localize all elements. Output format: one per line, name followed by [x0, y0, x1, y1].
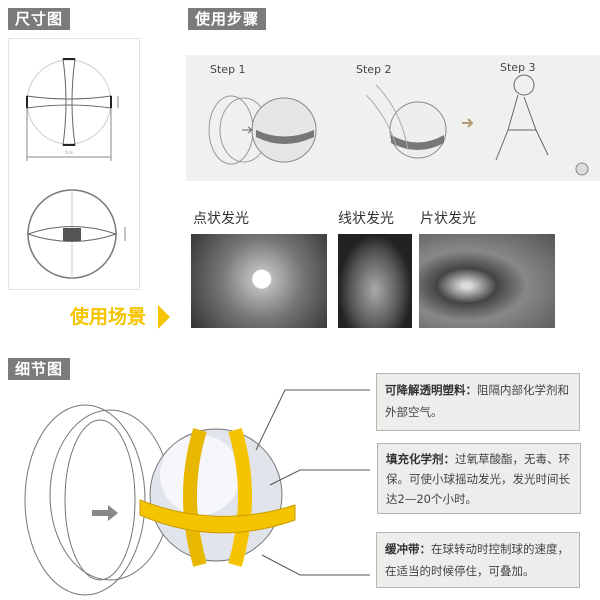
usage-scenes-heading: 使用场景: [70, 306, 147, 328]
detail-illustration: [24, 389, 370, 596]
triangle-arrow-icon: [158, 305, 170, 329]
scene-photo-point: [191, 234, 327, 328]
step-2-label: Step 2: [356, 63, 392, 76]
detail-text-chemical: 过氧草酸酯，无毒、环保。可使小球摇动发光，发光时间长达2—20个小时。: [386, 452, 570, 506]
dimensions-heading: 尺寸图: [8, 8, 71, 30]
scene-label-point: 点状发光: [193, 211, 249, 227]
usage-steps-heading: 使用步骤: [188, 8, 267, 30]
dimension-drawing-svg: 5cm: [26, 58, 126, 279]
details-heading: 细节图: [8, 358, 71, 380]
detail-text-plastic: 阻隔内部化学剂和外部空气。: [385, 383, 569, 419]
detail-box-plastic: 可降解透明塑料：阻隔内部化学剂和外部空气。: [376, 373, 580, 431]
scene-label-area: 片状发光: [420, 211, 476, 227]
detail-title-chemical: 填充化学剂：: [386, 452, 455, 466]
usage-steps-panel: Step 1 Step 2 Step 3: [186, 55, 600, 181]
scene-photo-line: [338, 234, 412, 328]
detail-title-buffer: 缓冲带：: [385, 542, 431, 556]
detail-title-plastic: 可降解透明塑料：: [385, 383, 477, 397]
step-1-label: Step 1: [210, 63, 246, 76]
width-dimension-label: 5cm: [65, 150, 74, 155]
scene-photo-area: [419, 234, 555, 328]
scene-label-line: 线状发光: [338, 211, 394, 227]
steps-illustration: [208, 74, 589, 176]
detail-text-buffer: 在球转动时控制球的速度，在适当的时候停住，可叠加。: [385, 542, 569, 578]
detail-box-buffer: 缓冲带：在球转动时控制球的速度，在适当的时候停住，可叠加。: [376, 532, 580, 588]
step-3-label: Step 3: [500, 61, 536, 74]
detail-box-chemical: 填充化学剂：过氧草酸酯，无毒、环保。可使小球摇动发光，发光时间长达2—20个小时…: [377, 443, 581, 514]
dimension-drawing: 5cm: [8, 38, 140, 290]
